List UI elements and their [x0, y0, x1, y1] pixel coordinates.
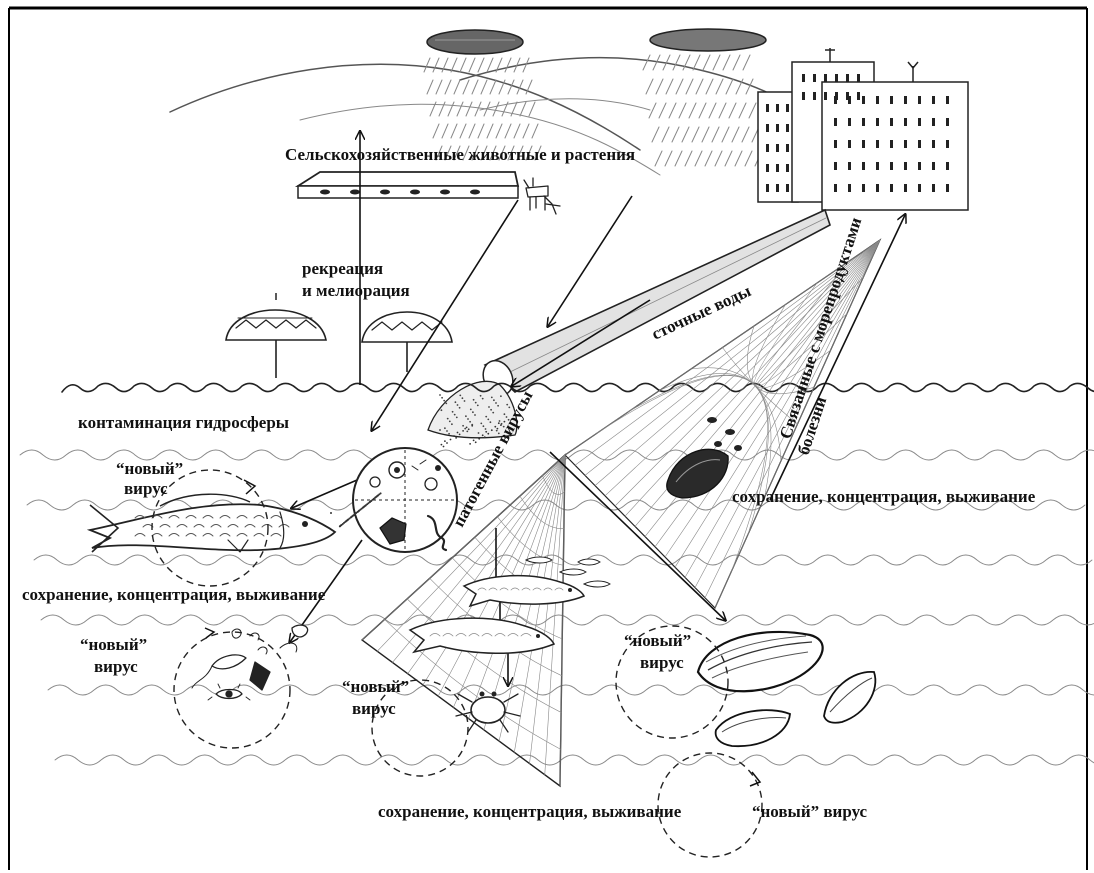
cloud-right-icon — [649, 28, 767, 52]
virus-cycle-net — [371, 679, 469, 777]
arrow-to-seafood-diseases — [769, 215, 905, 501]
survival-label-left: сохранение, концентрация, выживание — [22, 585, 326, 604]
mussel-cluster-top-icon — [666, 417, 742, 499]
virus-microscope-view-icon — [352, 447, 458, 553]
contamination-label: контаминация гидросферы — [78, 413, 289, 432]
arrow-farm-to-water — [372, 199, 519, 430]
new-virus-mussel-label-line1: “новый” — [624, 631, 691, 650]
water-surface — [19, 382, 1094, 766]
recreation-label-line2: и мелиорация — [302, 281, 410, 300]
new-virus-mussel-label-line2: вирус — [640, 653, 684, 672]
fishing-net — [360, 238, 882, 788]
farm-barn-icon — [294, 171, 520, 199]
arrow-sewage-flow — [512, 299, 651, 386]
new-virus-micro-label-line2: вирус — [94, 657, 138, 676]
new-virus-fish-label-line1: “новый” — [116, 459, 183, 478]
rain-icon — [423, 54, 763, 167]
mussel-small-right-icon — [823, 671, 877, 724]
livestock-icon — [523, 177, 561, 215]
virus-cycle-arrowheads — [204, 479, 762, 787]
beach-umbrella-left-icon — [225, 293, 327, 378]
arrow-to-mussel — [549, 451, 725, 620]
new-virus-cycles — [151, 469, 763, 858]
new-virus-net-label-line2: вирус — [352, 699, 396, 718]
virus-cycle-microorganisms — [173, 631, 291, 749]
sewage-pipe-icon — [427, 208, 831, 439]
virus-cycle-fish — [151, 469, 269, 587]
survival-label-right: сохранение, концентрация, выживание — [732, 487, 1036, 506]
image-frame — [8, 6, 1088, 870]
fish-icon — [86, 493, 337, 553]
new-virus-micro-label-line1: “новый” — [80, 635, 147, 654]
fish-school-icon — [408, 556, 611, 654]
new-virus-fish-label-line2: вирус — [124, 479, 168, 498]
microorganisms-icon — [191, 624, 309, 701]
mussel-large-icon — [696, 630, 824, 693]
virus-cycle-mussel — [615, 625, 729, 739]
arrow-rain-to-water — [548, 195, 633, 326]
city-buildings-icon — [757, 48, 969, 211]
beach-umbrella-right-icon — [361, 311, 453, 372]
flow-arrows — [290, 132, 905, 685]
survival-label-bottom: сохранение, концентрация, выживание — [378, 802, 682, 821]
crab-icon — [455, 691, 521, 733]
new-virus-net-label-line1: “новый” — [342, 677, 409, 696]
mussel-small-bottom-icon — [714, 709, 791, 747]
recreation-label-line1: рекреация — [302, 259, 383, 278]
cloud-left-icon — [426, 29, 524, 55]
new-virus-bottom-label: “новый” вирус — [752, 802, 868, 821]
virus-cycle-bottom — [657, 752, 763, 858]
contamination-particles — [330, 420, 509, 528]
agri-label: Сельскохозяйственные животные и растения — [285, 145, 635, 164]
